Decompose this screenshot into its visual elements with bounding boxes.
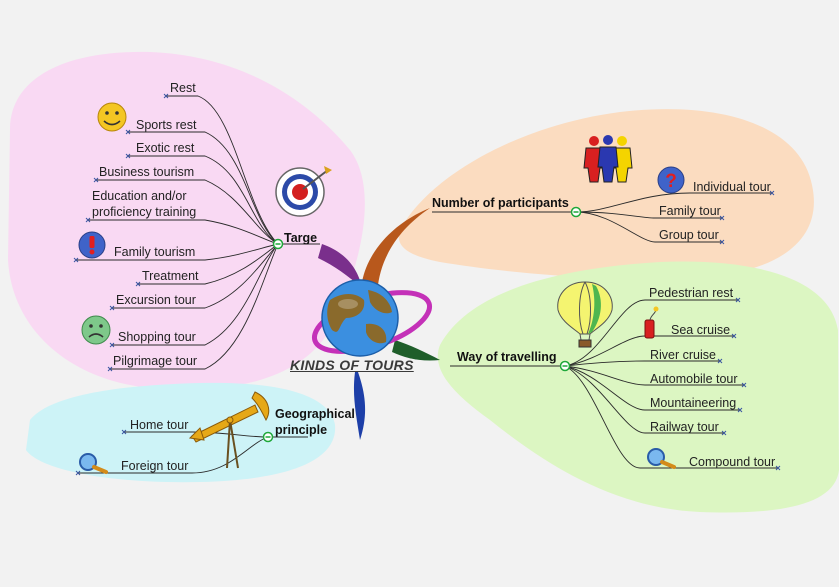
participants-region	[398, 109, 814, 279]
branch-title-geo-line2[interactable]: principle	[275, 423, 328, 437]
swirl-orange	[362, 208, 430, 285]
leaf-river-cruise[interactable]: River cruise	[650, 348, 716, 362]
leaf-exotic-rest[interactable]: Exotic rest	[136, 141, 195, 155]
leaf-shopping-tour[interactable]: Shopping tour	[118, 330, 196, 344]
branch-title-travelling[interactable]: Way of travelling	[457, 350, 557, 364]
end-markers	[73, 93, 781, 476]
travelling-region	[437, 261, 839, 513]
leaf-individual-tour[interactable]: Individual tour	[693, 180, 771, 194]
compass-icon	[188, 391, 270, 469]
leaf-foreign-tour[interactable]: Foreign tour	[121, 459, 189, 473]
leaf-rest[interactable]: Rest	[170, 81, 196, 95]
question-icon: ?	[657, 166, 685, 194]
svg-text:?: ?	[665, 171, 677, 192]
leaf-compound-tour[interactable]: Compound tour	[689, 455, 776, 469]
branch-title-participants[interactable]: Number of participants	[432, 196, 569, 210]
globe-icon	[321, 279, 399, 357]
target-region	[8, 51, 365, 390]
center-title[interactable]: KINDS OF TOURS	[290, 357, 414, 373]
leaf-railway-tour[interactable]: Railway tour	[650, 420, 719, 434]
leaf-group-tour[interactable]: Group tour	[659, 228, 719, 242]
target-icon	[275, 166, 332, 217]
swirl-purple	[318, 244, 362, 288]
sad-face-icon	[81, 315, 111, 345]
leaf-treatment[interactable]: Treatment	[142, 269, 199, 283]
leaf-education-line1[interactable]: Education and/or	[92, 189, 187, 203]
branch-title-geo-line1[interactable]: Geographical	[275, 407, 355, 421]
collapse-node-participants[interactable]	[570, 206, 582, 218]
leaf-family-tourism[interactable]: Family tourism	[114, 245, 196, 259]
leaf-mountaineering[interactable]: Mountaineering	[650, 396, 737, 410]
magnifier-icon	[79, 453, 108, 474]
geo-region	[26, 382, 336, 483]
collapse-node-geo[interactable]	[262, 431, 274, 443]
leaf-home-tour[interactable]: Home tour	[130, 418, 189, 432]
leaf-education-line2[interactable]: proficiency training	[92, 205, 197, 219]
branch-title-target[interactable]: Targe	[284, 231, 318, 245]
hot-air-balloon-icon	[557, 281, 613, 348]
swirl-blue	[353, 372, 366, 440]
branch-lines	[76, 95, 778, 474]
leaf-excursion-tour[interactable]: Excursion tour	[116, 293, 196, 307]
leaf-family-tour[interactable]: Family tour	[659, 204, 721, 218]
leaf-pedestrian-rest[interactable]: Pedestrian rest	[649, 286, 734, 300]
people-icon	[583, 135, 633, 183]
leaf-sea-cruise[interactable]: Sea cruise	[671, 323, 731, 337]
collapse-node-travelling[interactable]	[559, 360, 571, 372]
leaf-automobile-tour[interactable]: Automobile tour	[650, 372, 738, 386]
exclamation-icon	[78, 231, 106, 259]
leaf-pilgrimage-tour[interactable]: Pilgrimage tour	[113, 354, 198, 368]
magnifier-icon	[647, 448, 676, 469]
leaf-business-tourism[interactable]: Business tourism	[99, 165, 195, 179]
smiley-icon	[97, 102, 127, 132]
collapse-node-target[interactable]	[272, 238, 284, 250]
dynamite-icon	[644, 306, 659, 339]
leaf-sports-rest[interactable]: Sports rest	[136, 118, 197, 132]
swirl-green	[392, 340, 440, 361]
